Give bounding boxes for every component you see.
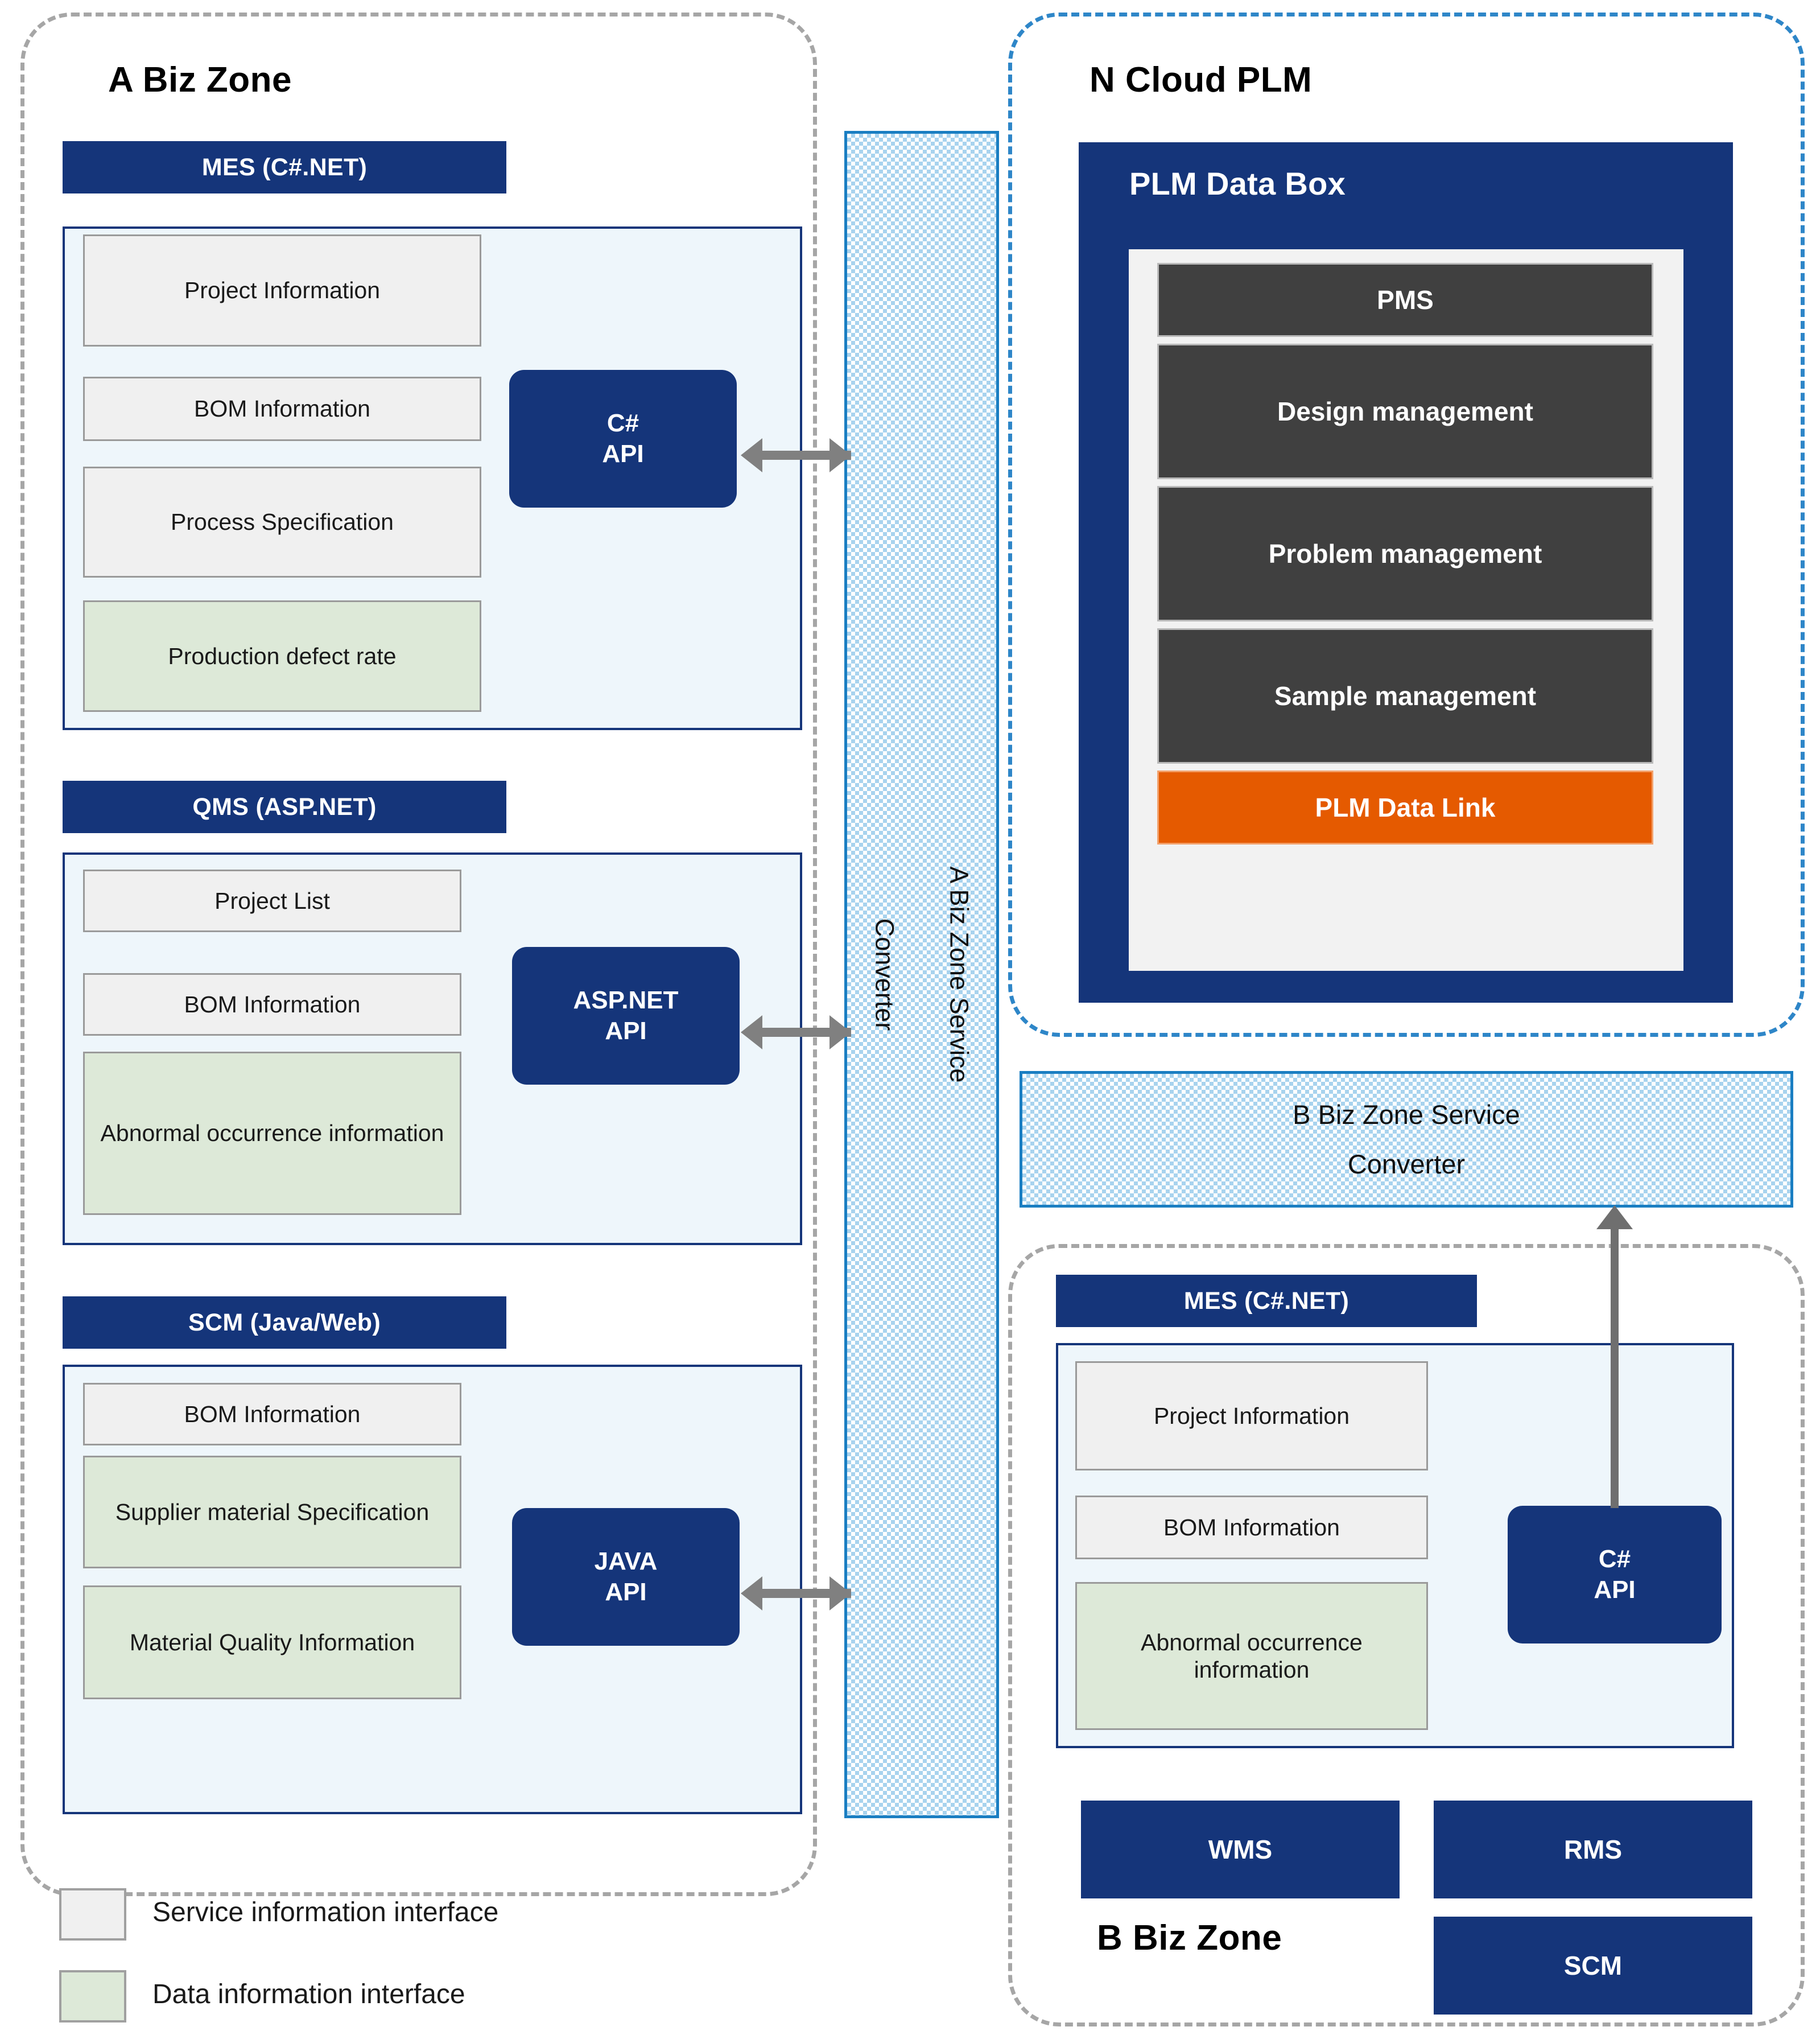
mes-b-item-abnormal-occurrence-information: Abnormal occurrence information [1075,1582,1428,1730]
mes-b-api-button[interactable]: C# API [1508,1506,1722,1643]
scm-a-api-line1: JAVA [594,1547,658,1576]
arrow-scm-a-head-right [829,1576,851,1610]
zone-a-title: A Biz Zone [108,60,292,100]
scm-a-item-bom-information: BOM Information [83,1383,461,1445]
mes-a-item-project-information: Project Information [83,234,481,347]
plm-item-sample-management[interactable]: Sample management [1157,628,1653,764]
arrow-mes-b-to-b-converter-head [1596,1205,1633,1229]
arrow-qms-a-to-converter [762,1028,851,1037]
legend-label-data: Data information interface [152,1979,465,2009]
plm-item-problem-management[interactable]: Problem management [1157,486,1653,621]
plm-data-box-title: PLM Data Box [1129,166,1346,201]
qms-a-api-line2: API [605,1017,647,1045]
a-converter-line2: Converter [870,918,900,1031]
arrow-mes-a-to-converter [762,451,851,460]
qms-a-api-button[interactable]: ASP.NET API [512,947,740,1085]
arrow-mes-b-to-b-converter-shaft [1611,1226,1619,1508]
legend-swatch-service [59,1888,126,1941]
legend-swatch-data [59,1970,126,2022]
a-converter-label: A Biz Zone Service Converter [848,866,996,1082]
scm-a-api-button[interactable]: JAVA API [512,1508,740,1646]
mes-a-header: MES (C#.NET) [63,141,506,193]
mes-b-api-line2: API [1594,1576,1636,1604]
zone-b-title: B Biz Zone [1097,1918,1282,1958]
module-scm[interactable]: SCM [1434,1917,1752,2015]
qms-a-item-abnormal-occurrence-information: Abnormal occurrence information [83,1052,461,1215]
b-converter-line2: Converter [1347,1149,1466,1179]
plm-item-pms[interactable]: PMS [1157,263,1653,337]
mes-b-item-project-information: Project Information [1075,1361,1428,1470]
mes-a-item-production-defect-rate: Production defect rate [83,600,481,712]
mes-b-header: MES (C#.NET) [1056,1275,1477,1327]
arrow-qms-a-head-left [741,1015,762,1049]
qms-a-header: QMS (ASP.NET) [63,781,506,833]
arrow-mes-a-head-left [741,438,762,472]
plm-item-design-management[interactable]: Design management [1157,344,1653,479]
arrow-scm-a-to-converter [762,1589,851,1598]
zone-n-title: N Cloud PLM [1089,60,1313,100]
mes-a-api-button[interactable]: C# API [509,370,737,508]
b-biz-zone-service-converter: B Biz Zone Service Converter [1020,1071,1793,1208]
mes-a-api-line1: C# [606,409,639,438]
qms-a-item-bom-information: BOM Information [83,973,461,1036]
arrow-scm-a-head-left [741,1576,762,1610]
mes-b-api-line1: C# [1598,1545,1631,1573]
scm-a-api-line2: API [605,1578,647,1606]
a-converter-line1: A Biz Zone Service [944,866,974,1083]
arrow-qms-a-head-right [829,1015,851,1049]
a-biz-zone-service-converter: A Biz Zone Service Converter [844,131,999,1818]
scm-a-item-supplier-material-specification: Supplier material Specification [83,1456,461,1568]
module-rms[interactable]: RMS [1434,1801,1752,1898]
zone-n-cloud-plm [1008,13,1805,1037]
arrow-mes-a-head-right [829,438,851,472]
legend-label-service: Service information interface [152,1897,499,1927]
qms-a-api-line1: ASP.NET [573,986,679,1015]
qms-a-item-project-list: Project List [83,870,461,932]
zone-b-biz-zone [1008,1244,1805,2026]
module-wms[interactable]: WMS [1081,1801,1400,1898]
scm-a-header: SCM (Java/Web) [63,1296,506,1349]
plm-item-plm-data-link[interactable]: PLM Data Link [1157,771,1653,845]
scm-a-item-material-quality-information: Material Quality Information [83,1585,461,1699]
mes-a-item-process-specification: Process Specification [83,467,481,578]
zone-a-biz-zone [20,13,817,1896]
b-converter-line1: B Biz Zone Service [1293,1099,1520,1130]
mes-a-item-bom-information: BOM Information [83,377,481,441]
mes-b-item-bom-information: BOM Information [1075,1496,1428,1559]
mes-a-api-line2: API [602,440,644,468]
